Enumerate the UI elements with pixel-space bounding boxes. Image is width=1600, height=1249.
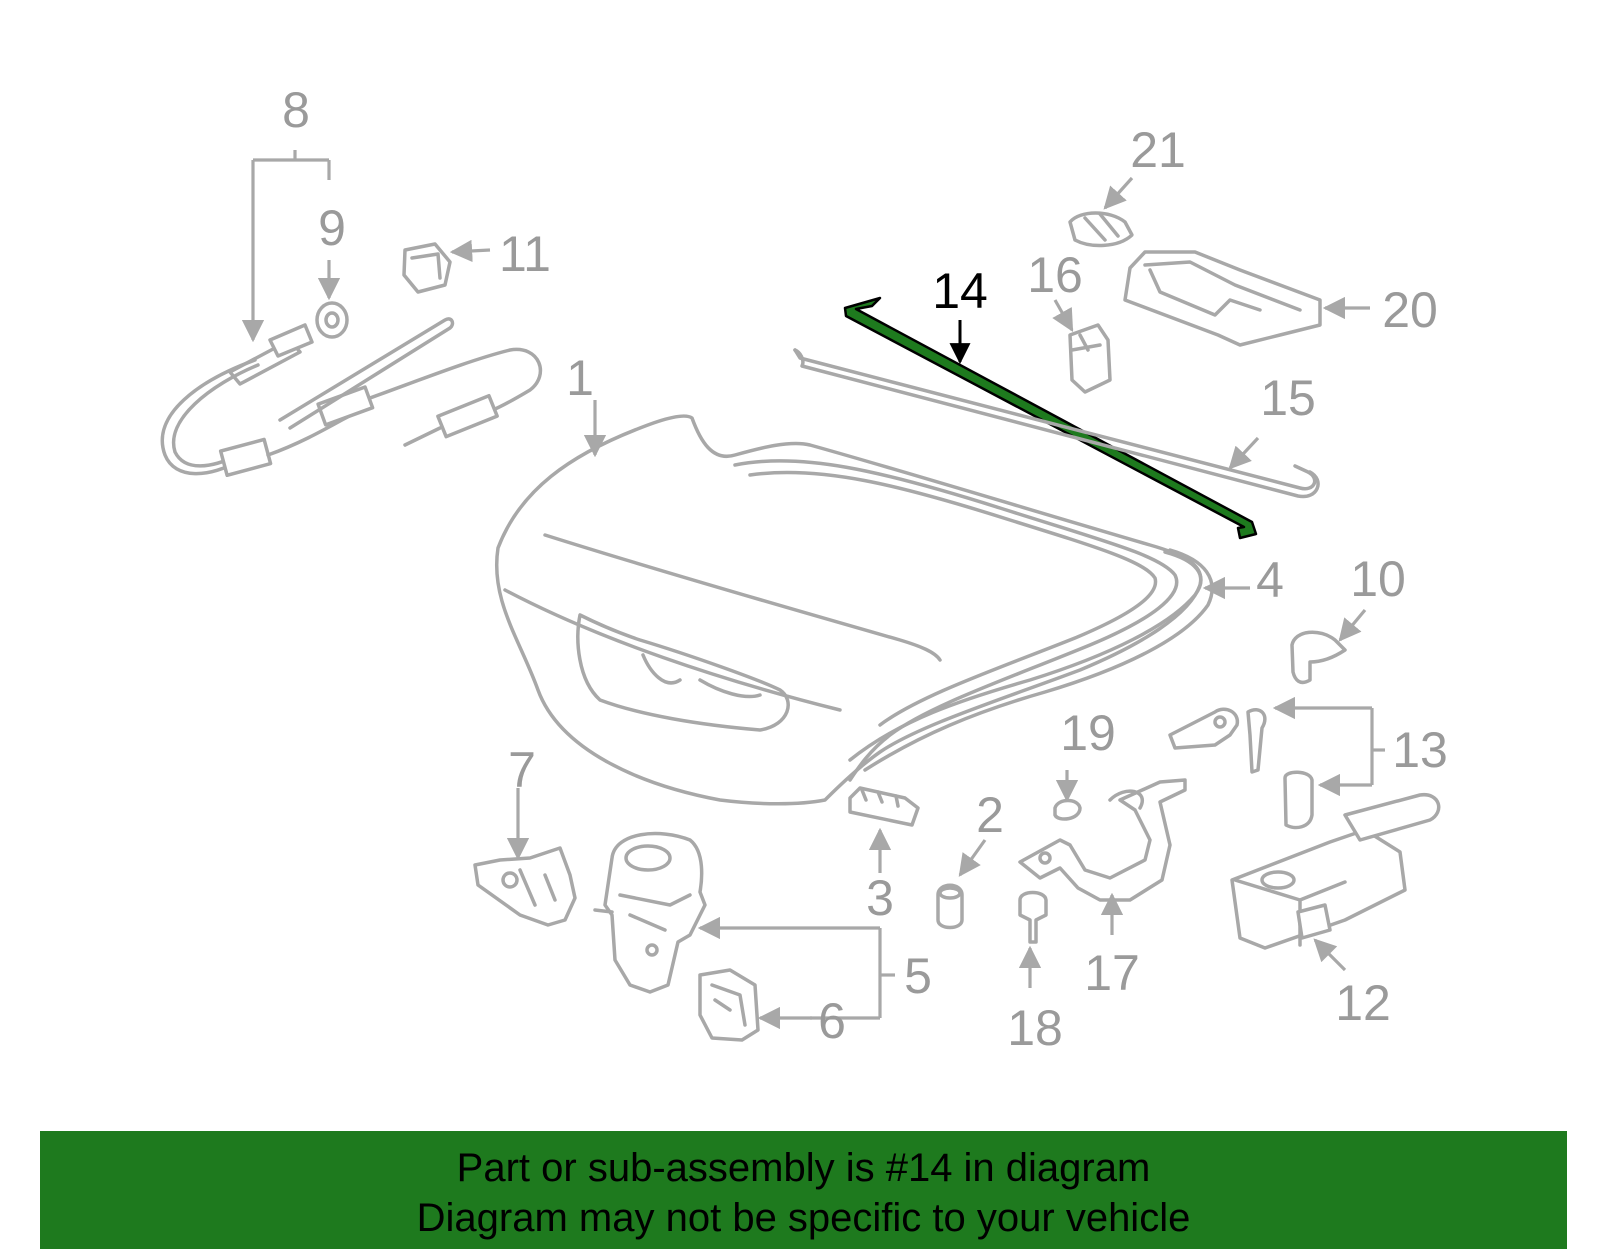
- info-banner: Part or sub-assembly is #14 in diagram D…: [40, 1131, 1567, 1249]
- banner-disclaimer-line: Diagram may not be specific to your vehi…: [416, 1196, 1191, 1240]
- weatherstrip: [848, 548, 1250, 772]
- torsion-rod-highlighted: [843, 296, 1258, 540]
- callout-15: 15: [1260, 370, 1316, 426]
- callout-9: 9: [318, 200, 346, 256]
- callout-16: 16: [1027, 247, 1083, 303]
- torsion-rod-15: [793, 348, 1320, 499]
- callout-7: 7: [508, 742, 536, 798]
- hinge-17: [1018, 778, 1187, 935]
- guide-6: [697, 916, 895, 1042]
- callout-4: 4: [1256, 552, 1284, 608]
- callout-18: 18: [1007, 1000, 1063, 1056]
- callout-12: 12: [1335, 975, 1391, 1031]
- key-cylinder-13: [1168, 696, 1385, 830]
- bracket-7: [473, 788, 577, 927]
- callout-3: 3: [866, 870, 894, 926]
- callout-20: 20: [1382, 282, 1438, 338]
- banner-part-line: Part or sub-assembly is #14 in diagram: [456, 1146, 1151, 1190]
- actuator-12: [1230, 793, 1441, 972]
- trunk-light-housing: [1123, 250, 1370, 347]
- callout-6: 6: [818, 993, 846, 1049]
- grommet-9: [315, 260, 349, 339]
- striker-cover-3: [848, 786, 920, 873]
- opener-cable: [160, 150, 542, 478]
- callout-21: 21: [1130, 122, 1186, 178]
- bolt-18: [1018, 890, 1048, 988]
- fastener-19: [1053, 770, 1082, 821]
- callout-13: 13: [1392, 722, 1448, 778]
- bulb-21: [1068, 176, 1134, 248]
- callout-11: 11: [499, 226, 551, 282]
- callout-14-highlighted: 14: [932, 263, 988, 319]
- callout-5: 5: [904, 948, 932, 1004]
- callout-2: 2: [976, 787, 1004, 843]
- latch-5: [593, 831, 707, 994]
- socket-16: [1052, 299, 1112, 394]
- callout-8: 8: [282, 82, 310, 138]
- bumper-10: [1290, 608, 1367, 685]
- cap-2: [936, 839, 987, 930]
- callout-10: 10: [1350, 551, 1406, 607]
- callout-1: 1: [566, 350, 594, 406]
- clip-11: [402, 239, 491, 294]
- callout-17: 17: [1084, 945, 1140, 1001]
- callout-19: 19: [1060, 705, 1116, 761]
